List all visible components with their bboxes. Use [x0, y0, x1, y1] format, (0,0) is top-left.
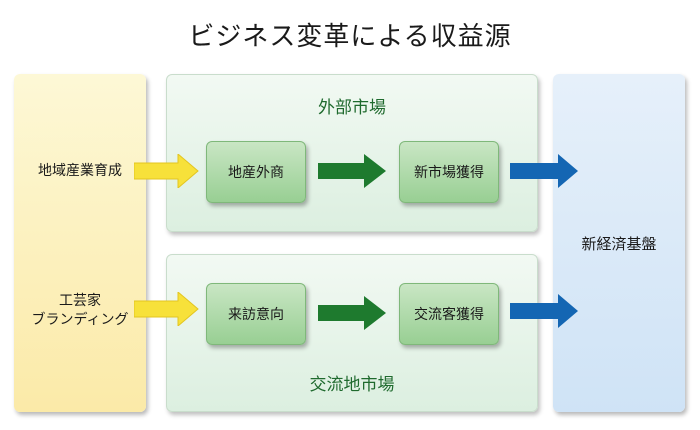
craftsman-label-line2: ブランディング — [31, 312, 129, 328]
diagram-title: ビジネス変革による収益源 — [188, 22, 512, 52]
left-panel — [14, 74, 146, 412]
exchange-market-label: 交流地市場 — [309, 375, 395, 395]
yellow-arrow-bottom — [134, 292, 199, 326]
green-arrow-bottom — [318, 296, 386, 330]
blue-arrow-bottom — [510, 294, 578, 328]
green-arrow-top — [318, 154, 386, 188]
external-market-label: 外部市場 — [318, 98, 386, 118]
right-panel — [553, 74, 685, 412]
craftsman-label-line1: 工芸家 — [59, 293, 101, 309]
new-market-box: 新市場獲得 — [399, 141, 499, 203]
exchange-customer-box: 交流客獲得 — [399, 283, 499, 345]
blue-arrow-top — [510, 154, 578, 188]
local-production-box: 地産外商 — [206, 141, 306, 203]
yellow-arrow-top — [134, 154, 199, 188]
new-economic-base-label: 新経済基盤 — [581, 235, 657, 253]
visit-intention-box: 来訪意向 — [206, 283, 306, 345]
regional-industry-label: 地域産業育成 — [38, 163, 122, 179]
craftsman-branding-label: 工芸家 ブランディング — [20, 292, 140, 330]
